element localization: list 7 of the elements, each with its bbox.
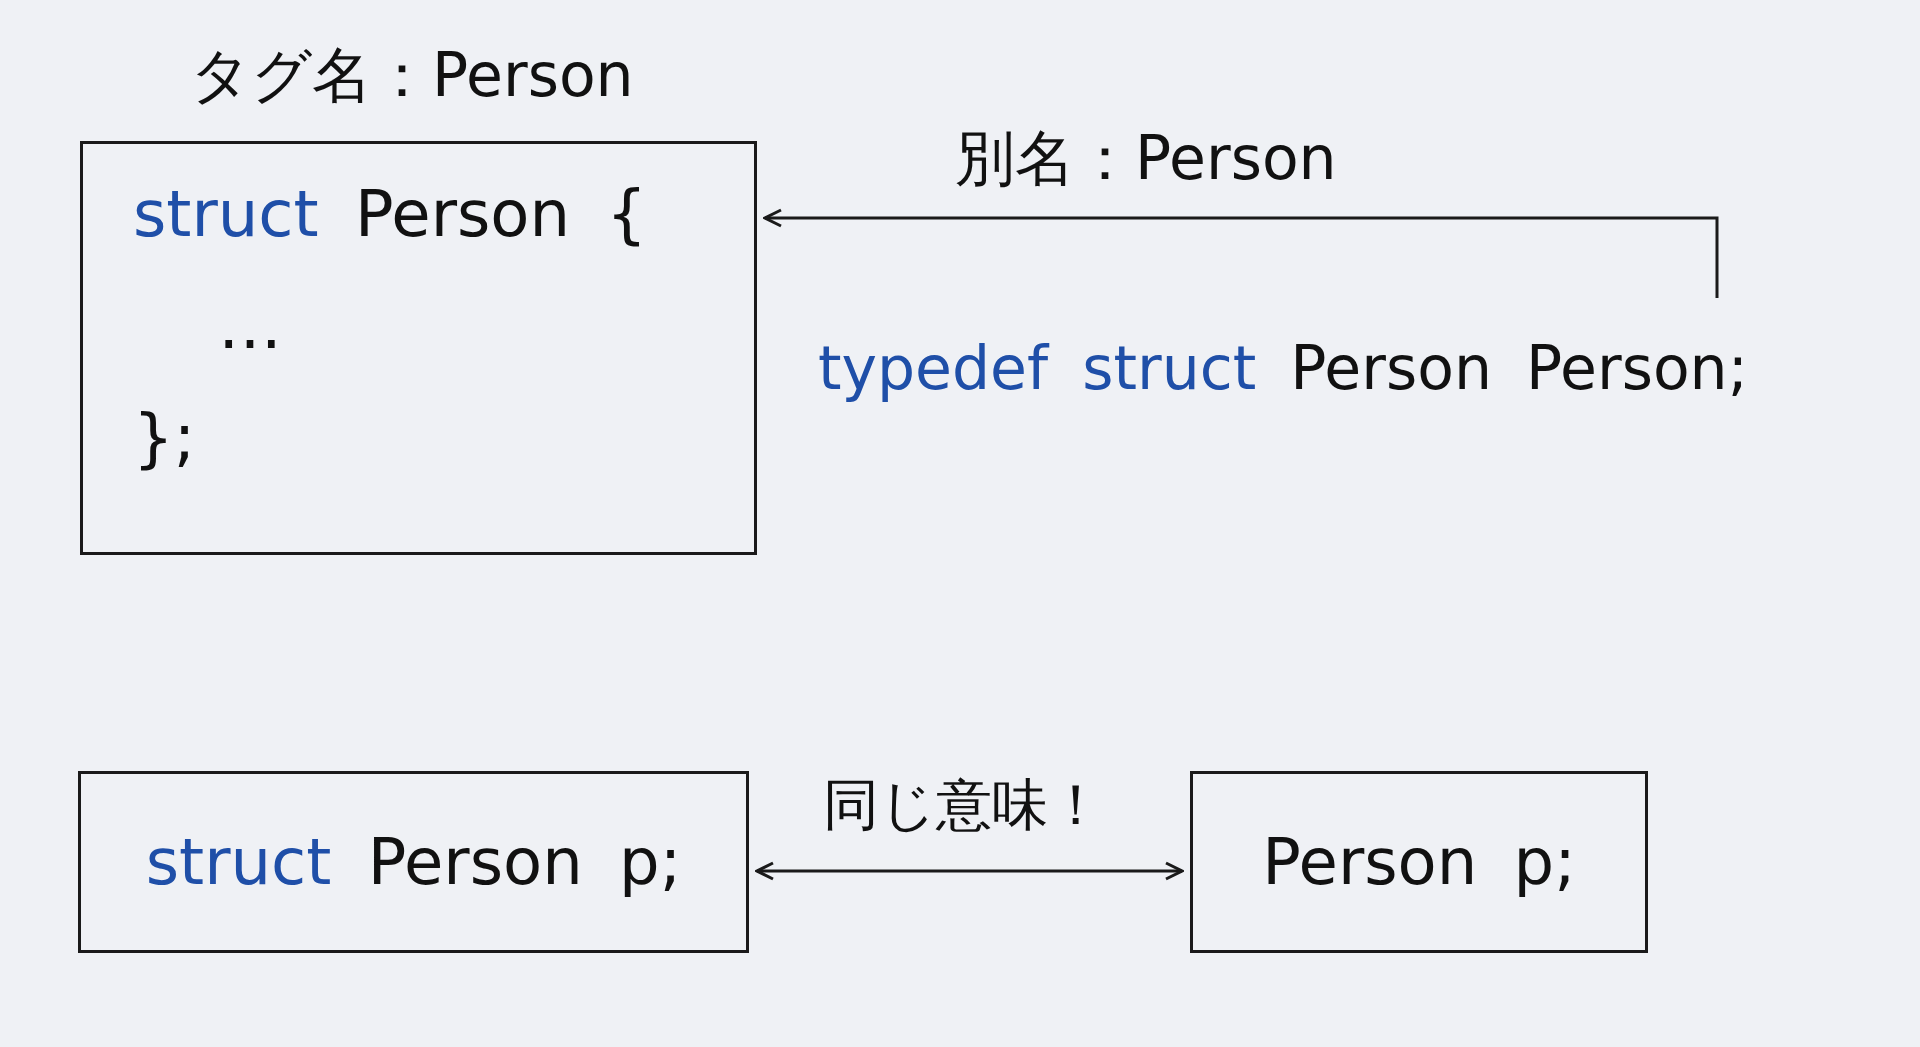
code-line: … [218,294,282,358]
code-box [78,771,749,953]
code-line: struct Person { [133,182,648,246]
code-line: }; [133,406,196,470]
arrow [755,861,1184,881]
code-box [1190,771,1648,953]
arrow [763,208,1719,298]
